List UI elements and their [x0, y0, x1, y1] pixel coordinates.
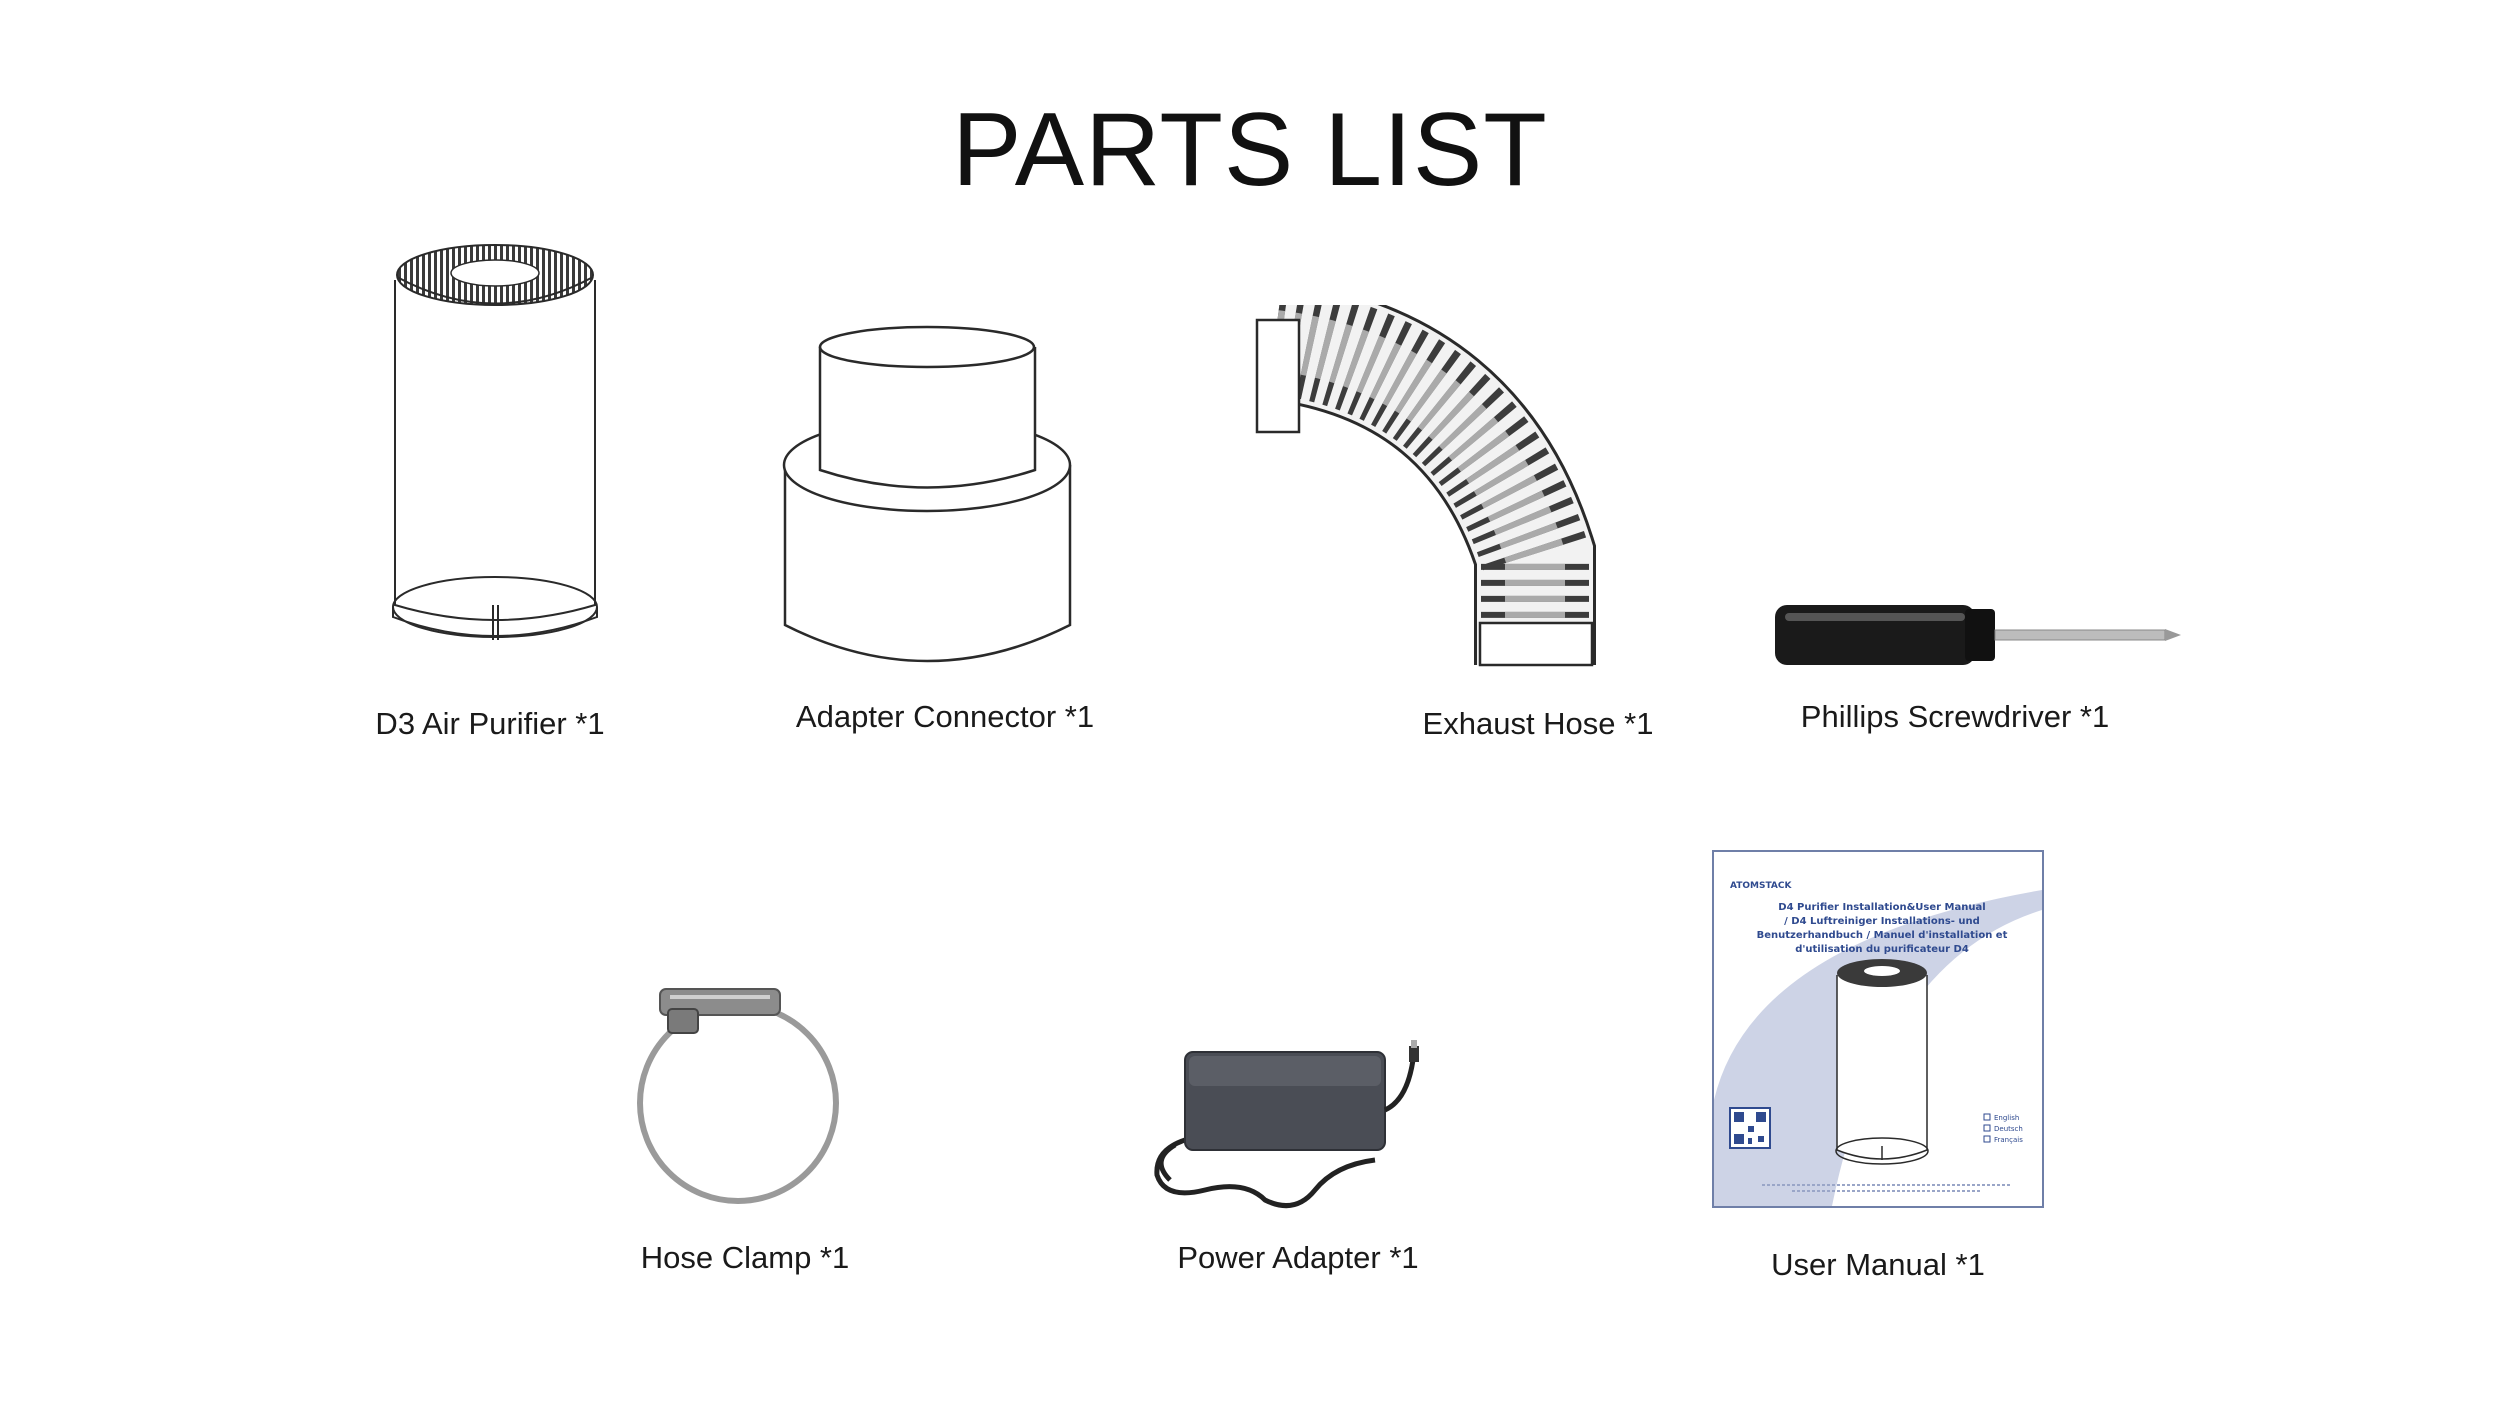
- air-purifier-image: [392, 244, 598, 640]
- hose-clamp-image: [637, 988, 839, 1204]
- manual-purifier-illustration: [1835, 959, 1929, 1165]
- part-label-adapter-connector: Adapter Connector *1: [795, 699, 1095, 734]
- adapter-connector-image: [782, 325, 1072, 663]
- manual-language-francais: Français: [1994, 1136, 2023, 1144]
- manual-title-line-3: Benutzerhandbuch / Manuel d'installation…: [1757, 930, 2008, 941]
- manual-title-line-1: D4 Purifier Installation&User Manual: [1778, 902, 1985, 913]
- checkbox-icon: [1983, 1113, 1991, 1121]
- checkbox-icon: [1983, 1124, 1991, 1132]
- part-label-air-purifier: D3 Air Purifier *1: [375, 706, 605, 741]
- manual-language-deutsch: Deutsch: [1994, 1125, 2023, 1133]
- exhaust-hose-image: [1255, 305, 1596, 667]
- page-title: PARTS LIST: [952, 92, 1548, 208]
- manual-title-line-2: / D4 Luftreiniger Installations- und: [1784, 916, 1980, 927]
- user-manual-image: ATOMSTACK D4 Purifier Installation&User …: [1712, 850, 2044, 1208]
- part-label-hose-clamp: Hose Clamp *1: [640, 1240, 850, 1275]
- power-adapter-image: [1154, 1040, 1419, 1209]
- manual-brand: ATOMSTACK: [1730, 881, 1793, 891]
- manual-language-english: English: [1994, 1114, 2019, 1122]
- manual-title-line-4: d'utilisation du purificateur D4: [1795, 944, 1969, 955]
- qr-code-icon: [1729, 1107, 1771, 1149]
- phillips-screwdriver-image: [1775, 605, 2181, 665]
- part-label-user-manual: User Manual *1: [1771, 1247, 1985, 1282]
- checkbox-icon: [1983, 1135, 1991, 1143]
- part-label-power-adapter: Power Adapter *1: [1177, 1240, 1419, 1275]
- part-label-exhaust-hose: Exhaust Hose *1: [1422, 706, 1654, 741]
- part-label-phillips-screwdriver: Phillips Screwdriver *1: [1800, 699, 2110, 734]
